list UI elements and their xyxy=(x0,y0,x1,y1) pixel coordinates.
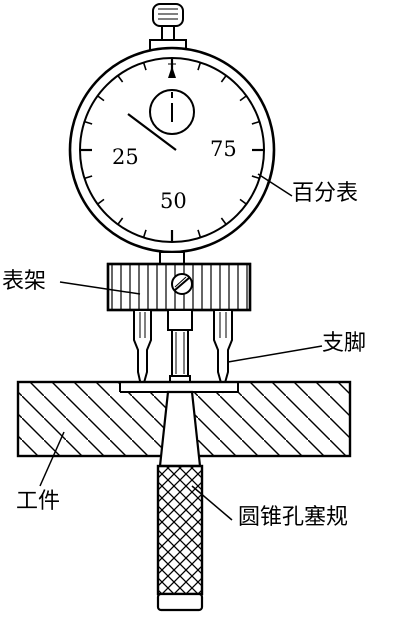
label-gauge-frame: 表架 xyxy=(2,269,46,294)
dial-tick xyxy=(84,120,93,125)
dial-tick xyxy=(117,75,124,83)
dial-number-25: 25 xyxy=(112,145,139,169)
dial-number-50: 50 xyxy=(160,189,187,213)
dial-tick xyxy=(197,62,202,71)
indicator-top-stem xyxy=(149,3,187,55)
dial-tick xyxy=(251,120,260,125)
dial-tick xyxy=(251,175,260,180)
indicator-spindle-sleeve xyxy=(159,251,185,265)
label-dial-indicator: 百分表 xyxy=(292,181,358,206)
dial-tick xyxy=(142,229,147,238)
dial-tick xyxy=(97,95,105,102)
label-support-legs: 支脚 xyxy=(322,331,366,356)
dial-tick xyxy=(142,62,147,71)
gauge-frame xyxy=(106,262,252,312)
dial-tick xyxy=(239,198,247,205)
dial-tick xyxy=(117,217,124,225)
dial-tick xyxy=(84,175,93,180)
dial-number-75: 75 xyxy=(210,137,237,161)
measuring-spindle xyxy=(167,309,193,389)
dial-tick xyxy=(220,217,227,225)
taper-plug-gauge xyxy=(156,390,204,612)
dial-tick xyxy=(220,75,227,83)
leader-lines xyxy=(39,173,323,521)
dial-indicator-body: 25 75 50 xyxy=(68,46,276,254)
dial-tick xyxy=(197,229,202,238)
label-taper-plug-gauge: 圆锥孔塞规 xyxy=(238,505,348,530)
dial-tick xyxy=(97,198,105,205)
main-pointer xyxy=(127,113,177,151)
label-workpiece: 工件 xyxy=(16,489,60,514)
dial-tick xyxy=(239,95,247,102)
